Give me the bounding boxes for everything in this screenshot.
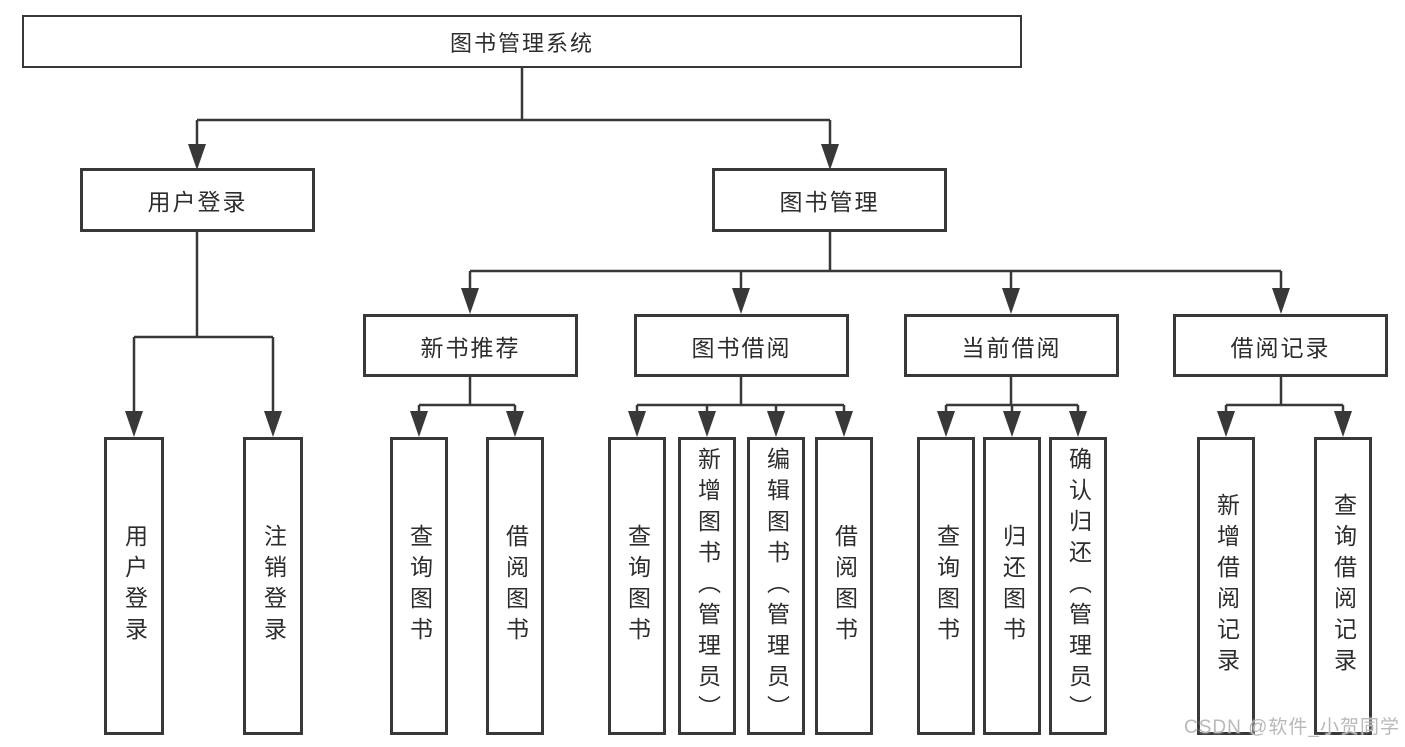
leaf-query-books-3-label: 查询图书 — [933, 524, 960, 648]
leaf-borrow-books-2-label: 借阅图书 — [831, 524, 858, 648]
watermark: CSDN @软件_小贺同学 — [1184, 717, 1400, 738]
node-borrowing-records-label: 借阅记录 — [1230, 334, 1331, 361]
leaf-query-books-3: 查询图书 — [917, 437, 975, 735]
leaf-add-books-admin-label: 新增图书（管理员） — [694, 446, 721, 726]
node-new-book-recommendation: 新书推荐 — [363, 314, 578, 377]
leaf-add-borrow-record-label: 新增借阅记录 — [1213, 493, 1240, 679]
leaf-add-books-admin: 新增图书（管理员） — [678, 437, 736, 735]
leaf-borrow-books-1: 借阅图书 — [486, 437, 544, 735]
node-root: 图书管理系统 — [22, 15, 1022, 68]
node-user-login-label: 用户登录 — [147, 189, 248, 215]
leaf-logout: 注销登录 — [243, 437, 303, 735]
leaf-return-books-label: 归还图书 — [999, 524, 1026, 648]
leaf-edit-books-admin: 编辑图书（管理员） — [747, 437, 805, 735]
connector-userlogin-to-leaves — [132, 232, 275, 417]
node-root-label: 图书管理系统 — [449, 30, 594, 56]
node-user-login: 用户登录 — [80, 168, 315, 232]
node-borrowing-records: 借阅记录 — [1173, 314, 1388, 377]
leaf-query-books-1-label: 查询图书 — [406, 524, 433, 648]
leaf-edit-books-admin-label: 编辑图书（管理员） — [763, 446, 790, 726]
leaf-confirm-return-admin-label: 确认归还（管理员） — [1065, 446, 1092, 726]
leaf-user-login: 用户登录 — [104, 437, 164, 735]
node-new-book-recommendation-label: 新书推荐 — [420, 334, 521, 361]
node-current-borrowing-label: 当前借阅 — [961, 334, 1062, 361]
node-book-borrowing-label: 图书借阅 — [691, 334, 792, 361]
connector-bookborrow-to-leaves — [635, 377, 846, 417]
leaf-add-borrow-record: 新增借阅记录 — [1197, 437, 1255, 735]
connector-bookmgmt-to-level2 — [468, 232, 1283, 292]
leaf-borrow-books-1-label: 借阅图书 — [502, 524, 529, 648]
node-book-borrowing: 图书借阅 — [634, 314, 849, 377]
node-current-borrowing: 当前借阅 — [904, 314, 1119, 377]
leaf-query-borrow-record-label: 查询借阅记录 — [1330, 493, 1357, 679]
connector-root-to-level1 — [195, 68, 832, 150]
leaf-confirm-return-admin: 确认归还（管理员） — [1049, 437, 1107, 735]
leaf-user-login-label: 用户登录 — [121, 524, 148, 648]
leaf-query-borrow-record: 查询借阅记录 — [1314, 437, 1372, 735]
connector-currentborrow-to-leaves — [944, 377, 1080, 417]
leaf-return-books: 归还图书 — [983, 437, 1041, 735]
node-book-management-label: 图书管理 — [779, 189, 880, 215]
connector-borrowrecords-to-leaves — [1224, 377, 1345, 417]
node-book-management: 图书管理 — [712, 168, 947, 232]
leaf-borrow-books-2: 借阅图书 — [815, 437, 873, 735]
leaf-query-books-2-label: 查询图书 — [624, 524, 651, 648]
leaf-query-books-2: 查询图书 — [608, 437, 666, 735]
leaf-query-books-1: 查询图书 — [390, 437, 448, 735]
connector-newbookrec-to-leaves — [417, 377, 517, 417]
leaf-logout-label: 注销登录 — [260, 524, 287, 648]
